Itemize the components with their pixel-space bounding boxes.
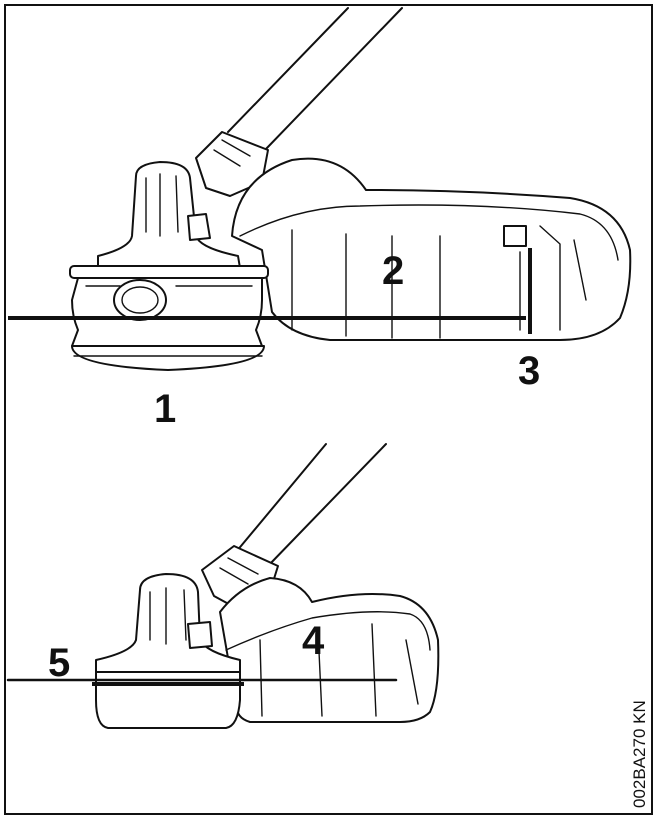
line-cutting-blade <box>503 225 527 247</box>
callout-3: 3 <box>518 349 540 393</box>
top-head-ring <box>69 265 269 279</box>
callout-5: 5 <box>48 641 70 685</box>
figure-code: 002BA270 KN <box>630 700 649 808</box>
top-shaft <box>227 7 403 151</box>
callout-1: 1 <box>154 387 176 431</box>
bottom-trimmer-illustration <box>6 443 440 729</box>
top-head-cap <box>71 345 265 371</box>
top-mowing-head-body <box>71 277 263 347</box>
callout-4: 4 <box>302 619 325 663</box>
top-trimmer-illustration <box>8 7 632 371</box>
callout-2: 2 <box>382 249 404 293</box>
bottom-deflector-guard <box>219 577 440 723</box>
bottom-shaft <box>235 443 387 567</box>
